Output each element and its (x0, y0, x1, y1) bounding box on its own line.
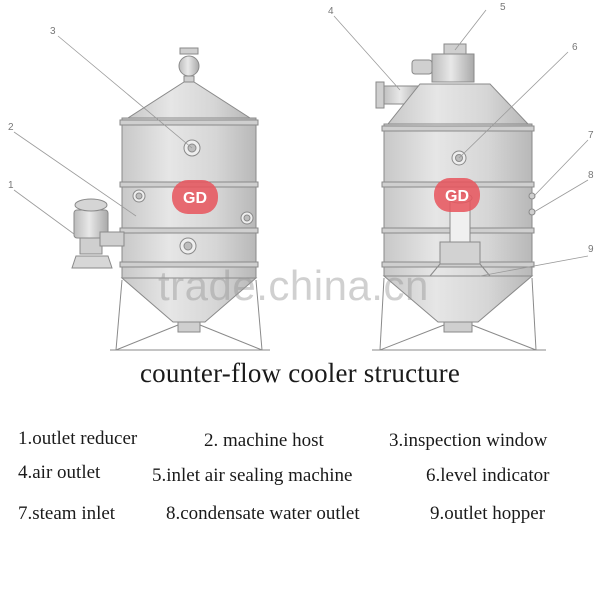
callout-4: 4 (328, 6, 334, 17)
callout-2: 2 (8, 122, 14, 133)
callout-9: 9 (588, 244, 594, 255)
leader-lines (13, 9, 589, 277)
legend-item-inlet-air-sealing-machine: 5.inlet air sealing machine (152, 465, 353, 486)
top-cap-icon (178, 55, 200, 77)
logo-icon: GD (434, 178, 480, 212)
legend-item-inspection-window: 3.inspection window (389, 430, 548, 451)
porthole-icon (132, 189, 146, 203)
logo-icon: GD (172, 180, 218, 214)
legend-item-condensate-water-outlet: 8.condensate water outlet (166, 503, 360, 524)
sealing-machine-icon (411, 43, 475, 83)
diagram-title: counter-flow cooler structure (139, 358, 461, 388)
callout-5: 5 (500, 2, 506, 13)
callout-numbers: 1 2 3 4 5 6 7 8 9 (8, 2, 594, 255)
callout-8: 8 (588, 170, 594, 181)
watermark-text: trade.china.cn (158, 262, 429, 309)
porthole-icon (240, 211, 254, 225)
callout-3: 3 (50, 26, 56, 37)
callout-7: 7 (588, 130, 594, 141)
legend-item-outlet-reducer: 1.outlet reducer (18, 428, 138, 449)
legend-item-steam-inlet: 7.steam inlet (18, 503, 116, 524)
legend-item-machine-host: 2. machine host (204, 430, 324, 451)
callout-6: 6 (572, 42, 578, 53)
legend-item-level-indicator: 6.level indicator (426, 465, 550, 486)
legend-item-air-outlet: 4.air outlet (18, 462, 101, 483)
right-cooler (372, 43, 546, 351)
cooler-diagram: GD GD 1 2 3 4 5 6 7 8 9 (8, 2, 594, 351)
svg-text:GD: GD (183, 190, 207, 207)
legend-item-outlet-hopper: 9.outlet hopper (430, 503, 546, 524)
porthole-icon (179, 237, 197, 255)
motor-icon (71, 198, 125, 269)
svg-text:GD: GD (445, 188, 469, 205)
callout-1: 1 (8, 180, 14, 191)
